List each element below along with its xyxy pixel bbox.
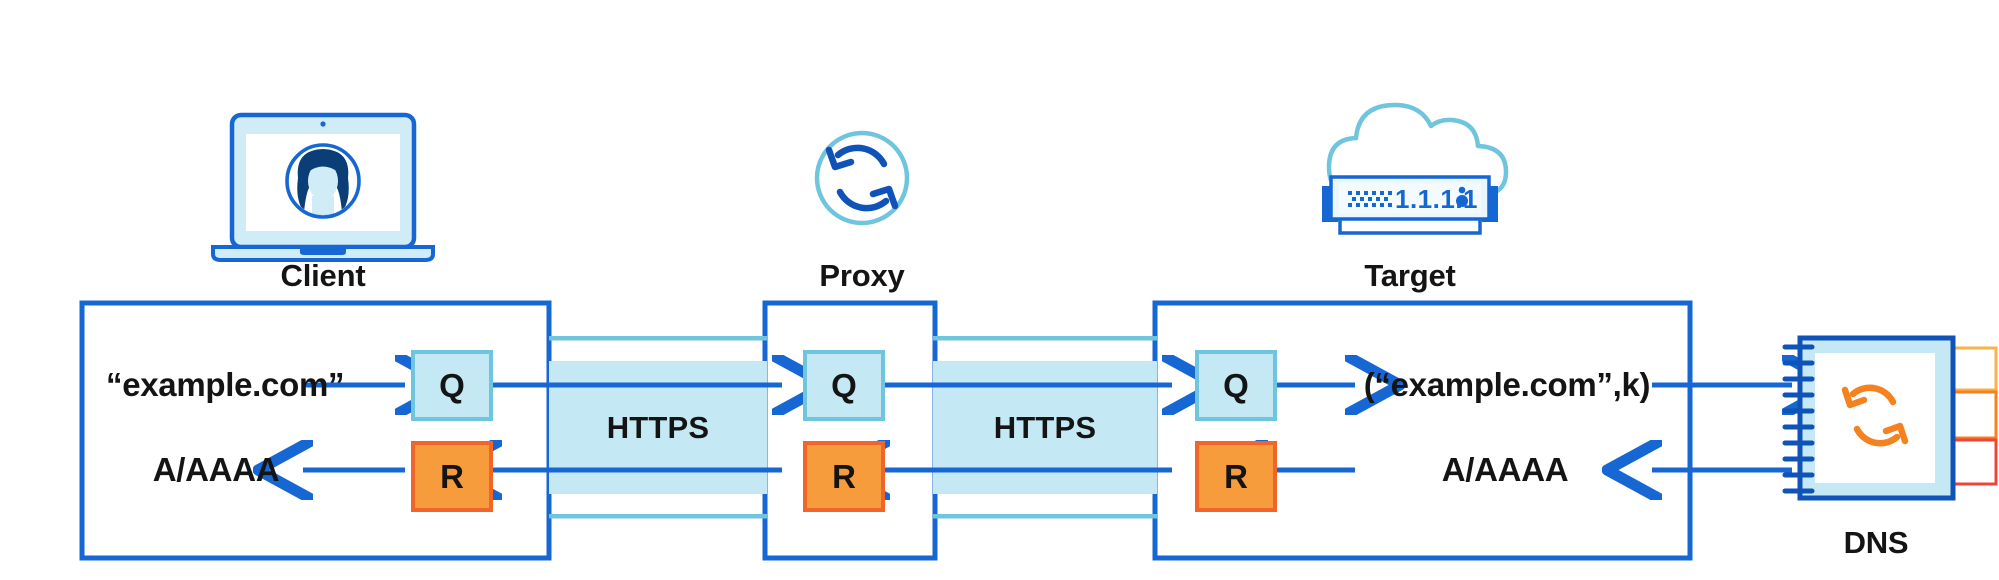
target-query-output-label: (“example.com”,k) bbox=[1363, 366, 1651, 403]
node-label-target: Target bbox=[1364, 258, 1456, 293]
cloud-server-icon bbox=[1326, 102, 1509, 198]
node-label-client: Client bbox=[280, 258, 366, 293]
client-response-output-label: A/AAAA bbox=[152, 451, 280, 488]
node-label-dns: DNS bbox=[1843, 525, 1909, 560]
response-box-label-target: R bbox=[1224, 458, 1248, 495]
client-query-input-label: “example.com” bbox=[106, 366, 345, 403]
proxy-stage-box bbox=[762, 300, 938, 561]
query-box-label-client: Q bbox=[439, 367, 465, 404]
response-box-label-client: R bbox=[440, 458, 464, 495]
response-box-client bbox=[411, 441, 493, 512]
response-box-label-proxy: R bbox=[832, 458, 856, 495]
response-box-proxy bbox=[803, 441, 885, 512]
query-box-label-proxy: Q bbox=[831, 367, 857, 404]
query-box-proxy bbox=[803, 350, 885, 421]
node-label-proxy: Proxy bbox=[819, 258, 905, 293]
tunnel-label-proxy-target: HTTPS bbox=[993, 410, 1097, 445]
dns-directory-icon bbox=[1782, 335, 1998, 501]
client-stage-box bbox=[79, 300, 552, 561]
query-box-client bbox=[411, 350, 493, 421]
tunnel-label-client-proxy: HTTPS bbox=[606, 410, 710, 445]
target-stage-box bbox=[1152, 300, 1693, 561]
laptop-user-icon bbox=[229, 112, 417, 250]
server-device-icon bbox=[1322, 175, 1498, 235]
server-ip-readout: 1.1.1.1 bbox=[1395, 184, 1479, 214]
response-box-target bbox=[1195, 441, 1277, 512]
target-response-input-label: A/AAAA bbox=[1441, 451, 1569, 488]
query-box-label-target: Q bbox=[1223, 367, 1249, 404]
sync-circle-icon bbox=[814, 130, 910, 226]
laptop-base-icon bbox=[211, 245, 435, 262]
query-box-target bbox=[1195, 350, 1277, 421]
